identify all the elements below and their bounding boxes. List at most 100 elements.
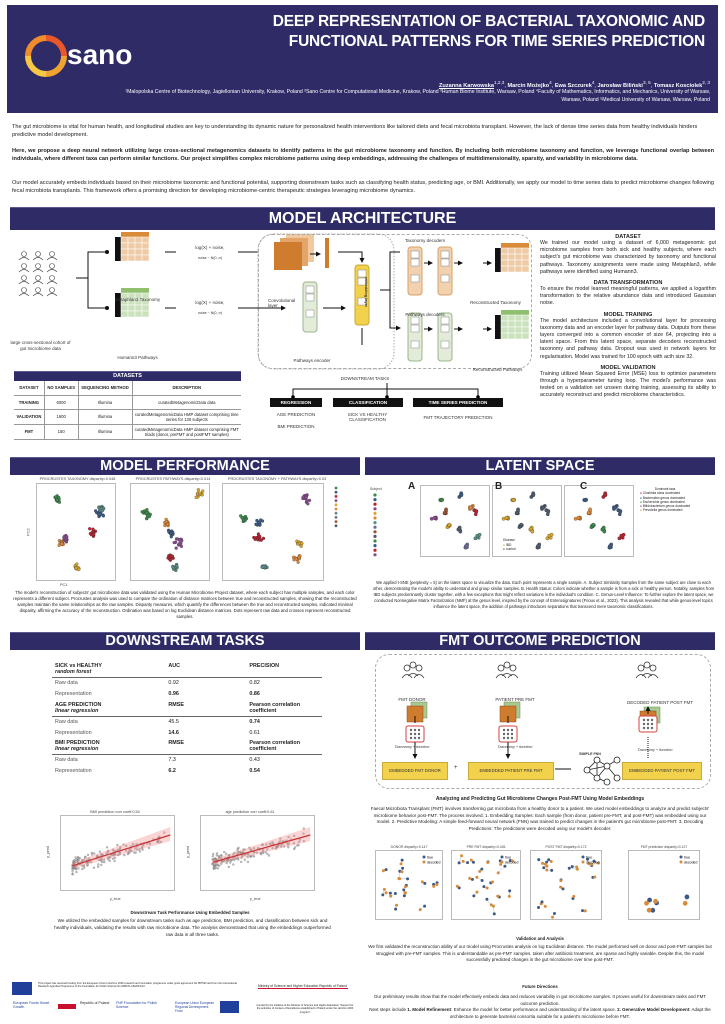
scatter-point [233, 851, 236, 854]
scatter-point [57, 495, 61, 500]
scatter-point [75, 870, 78, 874]
scatter-point [254, 522, 258, 527]
person-icon [32, 287, 44, 297]
scatter-point [223, 859, 226, 863]
scatter-point [55, 498, 59, 502]
decoded-point [460, 854, 464, 858]
scatter-point [260, 519, 265, 523]
validation-title: Validation and Analysis [516, 936, 564, 941]
scatter-point [296, 560, 300, 564]
y-axis-label: y_pred [185, 846, 190, 858]
scatter-point [255, 851, 258, 854]
decoder-layer-icon [407, 246, 423, 296]
y-axis-label: PC2 [26, 528, 31, 536]
cell: 150 [44, 424, 79, 440]
legend-marker [373, 534, 377, 538]
scatter-point [297, 844, 300, 847]
y-axis-label: y_pred [45, 846, 50, 858]
cell: 6.2 [168, 768, 176, 774]
decoded-point [395, 903, 399, 907]
col-header: DESCRIPTION [132, 381, 241, 396]
taxonomy-function-label: Taxonomy + function [394, 745, 430, 749]
cell: Representation [55, 691, 92, 697]
scatter-point [249, 848, 252, 851]
scatter-point [266, 848, 269, 851]
cell: 0.43 [249, 757, 260, 764]
scatter-point [108, 859, 111, 862]
decoded-point [545, 868, 549, 872]
cell: curatedMetagenomicData HMP dataset compr… [132, 424, 241, 440]
decoded-point [468, 876, 472, 880]
scatter-point [514, 510, 519, 515]
true-point [585, 857, 589, 861]
scatter-point [219, 854, 222, 857]
scatter-point [124, 849, 128, 852]
legend-marker [334, 524, 338, 528]
legend-label: control [505, 547, 516, 551]
scatter-point [110, 854, 113, 857]
person-icon [46, 251, 58, 261]
scatter-point [301, 495, 305, 499]
section-banner-fmt: FMT OUTCOME PREDICTION [365, 632, 715, 650]
person-icon [46, 263, 58, 273]
scatter-point [130, 849, 133, 853]
scatter-point [242, 848, 245, 851]
legend-marker [334, 499, 338, 502]
scatter-point [236, 852, 239, 855]
fmt-description: Faecal Microbiota Transplant (FMT) invol… [370, 806, 710, 831]
cell: Representation [55, 768, 92, 774]
scatter-point [108, 856, 112, 859]
scatter-point [261, 536, 266, 541]
decoded-point [478, 869, 482, 873]
scatter-point [111, 848, 115, 851]
scatter-point [174, 546, 178, 550]
true-point [471, 860, 475, 864]
scatter-point [77, 867, 80, 870]
legend-marker [373, 493, 377, 497]
scatter-point [105, 846, 109, 849]
scatter-point [75, 858, 78, 861]
scatter-point [168, 557, 173, 562]
true-point [540, 900, 544, 904]
scatter-point [71, 870, 74, 873]
decoded-point [496, 894, 500, 898]
scatter-point [230, 858, 233, 862]
people-group-icon [495, 661, 519, 679]
scatter-point [621, 532, 626, 537]
scatter-point [252, 535, 256, 540]
cohort-label: large cross-sectional cohort of gut micr… [10, 340, 71, 351]
taxonomy-function-label: Taxonomy + function [497, 745, 533, 749]
decoded-point [384, 891, 388, 895]
true-point [482, 885, 486, 889]
plot-title: PROCRUSTES PATHWAYS disparity=0.014 [135, 477, 211, 481]
cell: curatedMetagenomicData data [132, 395, 241, 410]
cohort-people-icon [18, 251, 58, 297]
scatter-point [576, 515, 581, 520]
performance-caption: The model's reconstruction of subjects' … [13, 590, 357, 619]
decoded-point [587, 862, 591, 866]
architecture-diagram [18, 232, 540, 370]
scatter-point [157, 841, 160, 844]
cell: Raw data [55, 757, 78, 764]
scatter-point [540, 505, 545, 510]
scatter-point [116, 844, 119, 847]
confidence-band [212, 827, 311, 866]
subject-legend [373, 493, 377, 557]
decoded-point [646, 907, 652, 913]
decoded-point [549, 860, 553, 864]
decoded-point [486, 860, 490, 864]
future-directions-title: Future Directions [522, 984, 558, 989]
task-head-classification: CLASSIFICATION [333, 398, 403, 407]
autoencoder-box [258, 234, 532, 369]
people-group-icon [635, 661, 659, 679]
legend-title: Disease [503, 538, 515, 542]
branch-connector [76, 251, 107, 309]
scatter-point [77, 567, 81, 571]
sample-data-icon [499, 701, 521, 723]
scatter-point [258, 537, 262, 542]
